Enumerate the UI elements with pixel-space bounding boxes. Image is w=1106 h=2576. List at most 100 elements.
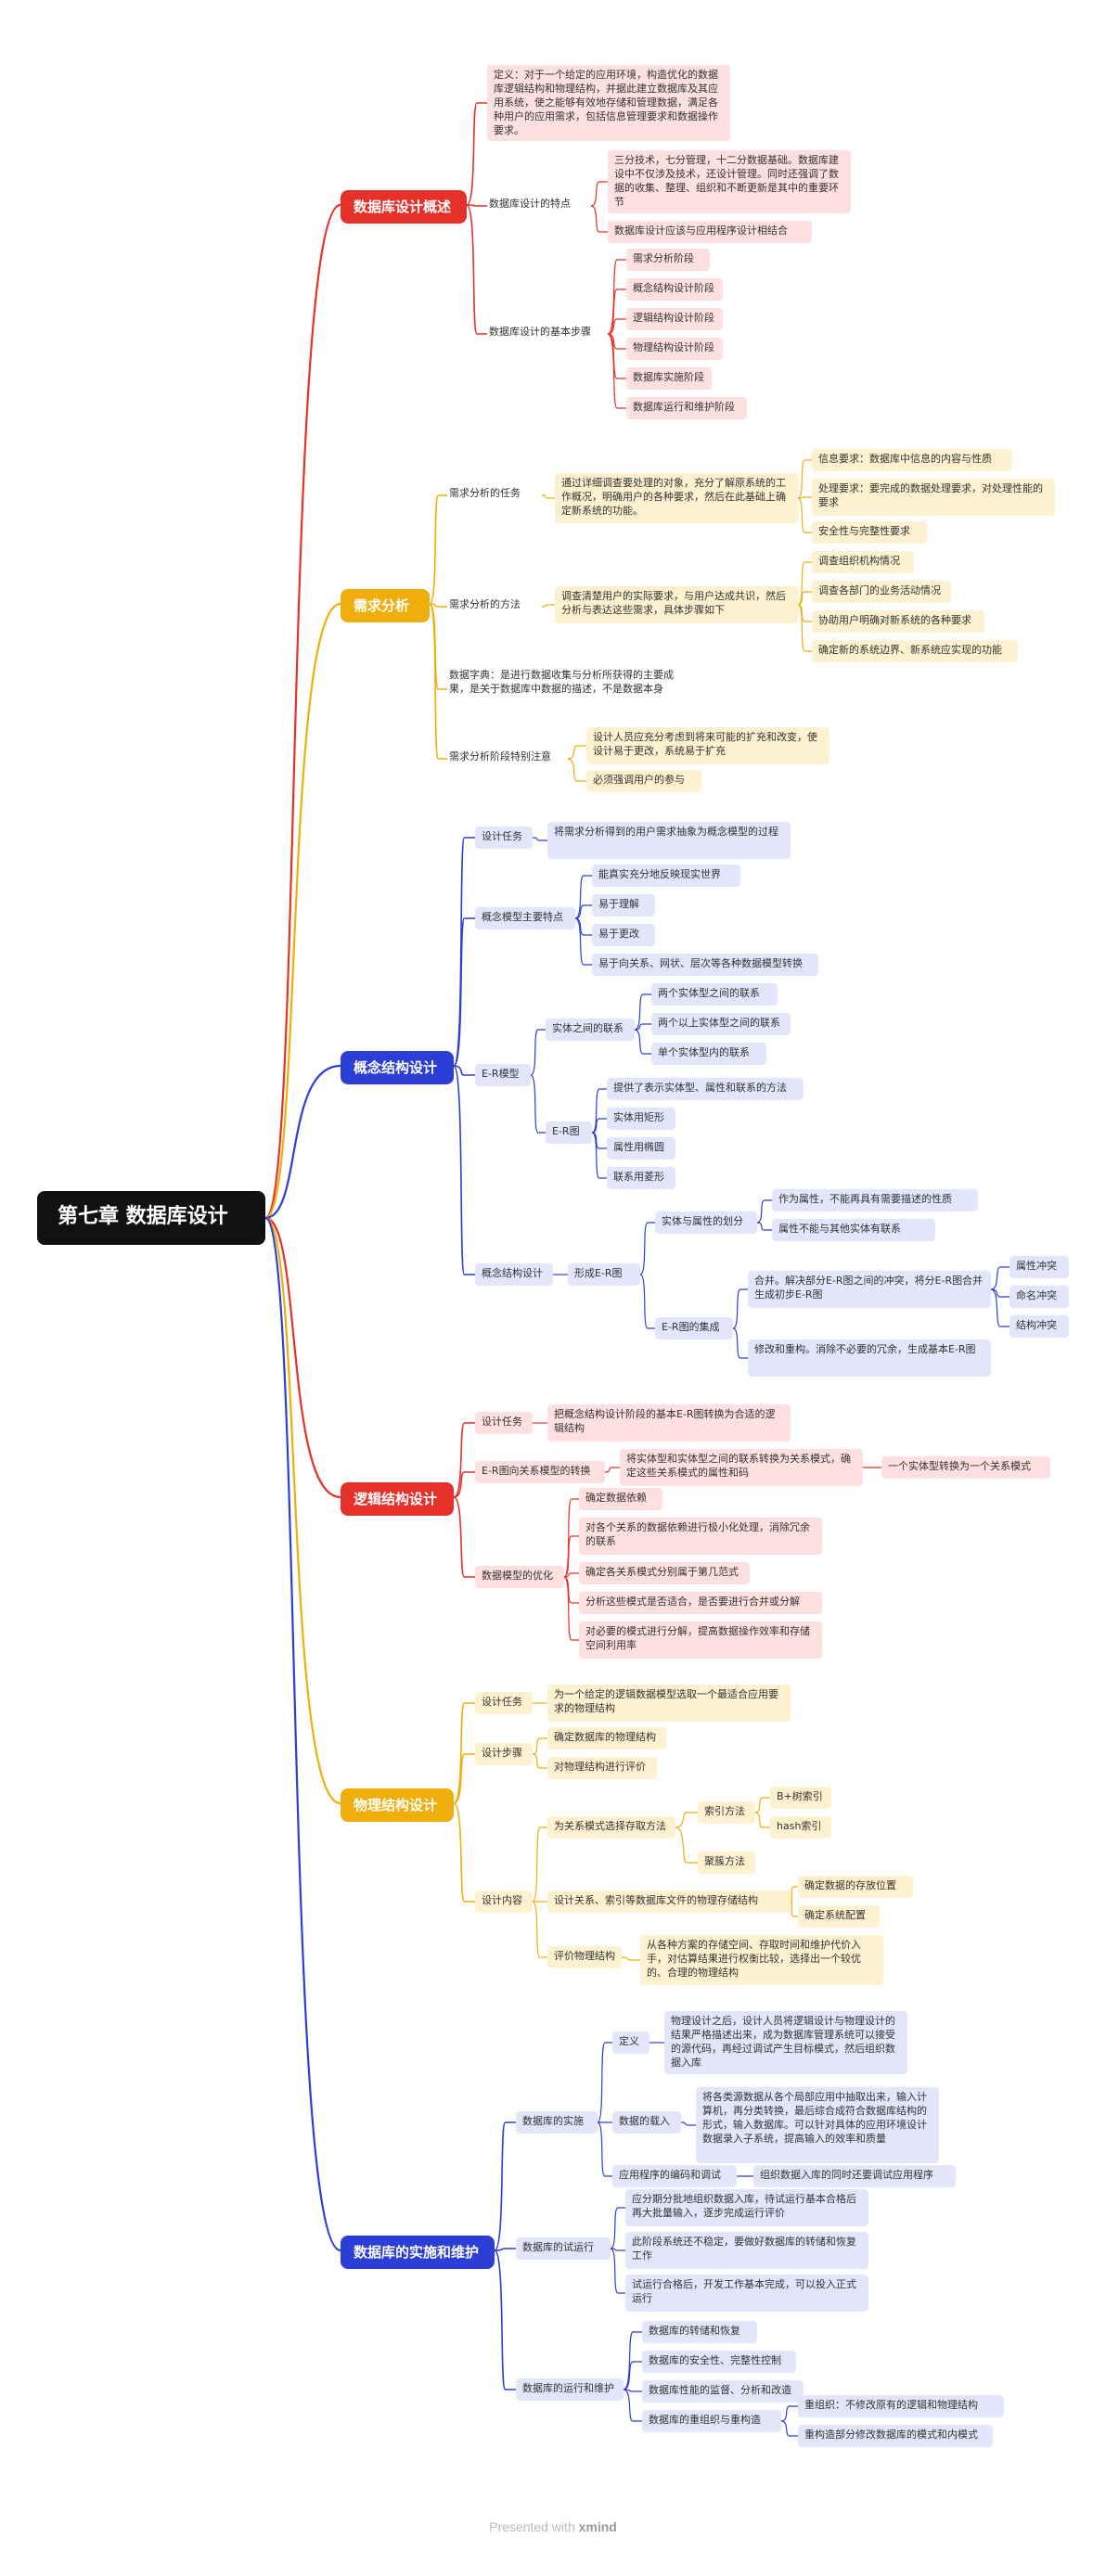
- topic-b3c2a[interactable]: 提供了表示实体型、属性和联系的方法: [607, 1078, 804, 1100]
- topic-b3d1a1[interactable]: 作为属性，不能再具有需要描述的性质: [772, 1189, 978, 1211]
- topic-b3d1b[interactable]: E-R图的集成: [655, 1317, 733, 1339]
- topic-b4b[interactable]: E-R图向关系模型的转换: [475, 1461, 605, 1483]
- topic-b5b1[interactable]: 确定数据库的物理结构: [547, 1727, 666, 1749]
- topic-b3d1b1c[interactable]: 结构冲突: [1010, 1315, 1069, 1338]
- topic-b5c2[interactable]: 设计关系、索引等数据库文件的物理存储结构: [547, 1890, 791, 1913]
- topic-b3d[interactable]: 概念结构设计: [475, 1263, 553, 1286]
- topic-b3c1c[interactable]: 单个实体型内的联系: [651, 1043, 766, 1065]
- topic-b2a1b[interactable]: 处理要求：要完成的数据处理要求，对处理性能的要求: [812, 479, 1055, 516]
- central-topic[interactable]: 第七章 数据库设计: [37, 1191, 265, 1245]
- topic-b3c2d[interactable]: 联系用菱形: [607, 1167, 675, 1189]
- topic-b4b1a[interactable]: 一个实体型转换为一个关系模式: [881, 1456, 1050, 1479]
- topic-b2a1[interactable]: 通过详细调查要处理的对象，充分了解原系统的工作概况，明确用户的各种要求，然后在此…: [555, 473, 798, 523]
- topic-b2b1d[interactable]: 确定新的系统边界、新系统应实现的功能: [812, 640, 1018, 662]
- topic-b2a1a[interactable]: 信息要求：数据库中信息的内容与性质: [812, 449, 1012, 471]
- topic-b6c2[interactable]: 数据库的安全性、完整性控制: [642, 2351, 796, 2373]
- branch-b1[interactable]: 数据库设计概述: [341, 190, 467, 224]
- topic-b2b1a[interactable]: 调查组织机构情况: [812, 551, 914, 573]
- topic-b2d[interactable]: 需求分析阶段特别注意: [449, 750, 551, 763]
- topic-b4c2[interactable]: 对各个关系的数据依赖进行极小化处理，消除冗余的联系: [579, 1518, 822, 1555]
- branch-b5[interactable]: 物理结构设计: [341, 1788, 454, 1822]
- topic-b1c5[interactable]: 数据库实施阶段: [626, 367, 712, 390]
- topic-b5c1[interactable]: 为关系模式选择存取方法: [547, 1816, 675, 1839]
- topic-b6a1a[interactable]: 物理设计之后，设计人员将逻辑设计与物理设计的结果严格描述出来，成为数据库管理系统…: [664, 2011, 907, 2074]
- topic-b3c1b[interactable]: 两个以上实体型之间的联系: [651, 1013, 791, 1035]
- topic-b2c[interactable]: 数据字典：是进行数据收集与分析所获得的主要成果，是关于数据库中数据的描述，不是数…: [449, 669, 674, 695]
- topic-b6c4[interactable]: 数据库的重组织与重构造: [642, 2410, 781, 2432]
- topic-b3b2[interactable]: 易于理解: [592, 894, 655, 916]
- topic-b5c3[interactable]: 评价物理结构: [547, 1946, 622, 1968]
- topic-b3c1a[interactable]: 两个实体型之间的联系: [651, 983, 778, 1006]
- topic-b3d1b1[interactable]: 合并。解决部分E-R图之间的冲突，将分E-R图合并生成初步E-R图: [748, 1271, 991, 1308]
- topic-b5c3a[interactable]: 从各种方案的存储空间、存取时间和维护代价入手，对估算结果进行权衡比较，选择出一个…: [640, 1935, 883, 1985]
- topic-b6c4b[interactable]: 重构造部分修改数据库的模式和内模式: [798, 2425, 993, 2447]
- topic-b5a1[interactable]: 为一个给定的逻辑数据模型选取一个最适合应用要求的物理结构: [547, 1685, 791, 1722]
- topic-b6a2a[interactable]: 将各类源数据从各个局部应用中抽取出来，输入计算机，再分类转换，最后综合成符合数据…: [696, 2087, 939, 2163]
- branch-b6[interactable]: 数据库的实施和维护: [341, 2236, 495, 2269]
- topic-b3c[interactable]: E-R模型: [475, 1064, 531, 1086]
- topic-b6a3a[interactable]: 组织数据入库的同时还要调试应用程序: [753, 2165, 956, 2187]
- topic-b6a3[interactable]: 应用程序的编码和调试: [612, 2165, 737, 2187]
- topic-b3c2[interactable]: E-R图: [546, 1121, 592, 1144]
- topic-b3b4[interactable]: 易于向关系、网状、层次等各种数据模型转换: [592, 954, 818, 976]
- topic-b5c1b[interactable]: 聚簇方法: [698, 1852, 755, 1874]
- topic-b6b1[interactable]: 应分期分批地组织数据入库，待试运行基本合格后再大批量输入，逐步完成运行评价: [625, 2189, 868, 2226]
- topic-b5c[interactable]: 设计内容: [475, 1890, 533, 1913]
- topic-b3d1a2[interactable]: 属性不能与其他实体有联系: [772, 1219, 935, 1241]
- topic-b2a[interactable]: 需求分析的任务: [449, 487, 521, 499]
- topic-b3c1[interactable]: 实体之间的联系: [546, 1019, 635, 1041]
- topic-b4a[interactable]: 设计任务: [475, 1412, 533, 1434]
- topic-b5a[interactable]: 设计任务: [475, 1692, 533, 1714]
- topic-b5c2b[interactable]: 确定系统配置: [798, 1905, 880, 1928]
- topic-b3b[interactable]: 概念模型主要特点: [475, 907, 575, 929]
- topic-b3b3[interactable]: 易于更改: [592, 924, 655, 946]
- topic-b6c[interactable]: 数据库的运行和维护: [516, 2378, 624, 2401]
- topic-b3d1b1b[interactable]: 命名冲突: [1010, 1286, 1069, 1308]
- topic-b1c1[interactable]: 需求分析阶段: [626, 249, 710, 271]
- topic-b3a[interactable]: 设计任务: [475, 827, 533, 849]
- topic-b6a[interactable]: 数据库的实施: [516, 2111, 598, 2134]
- topic-b6c4a[interactable]: 重组织：不修改原有的逻辑和物理结构: [798, 2395, 1004, 2417]
- topic-b1b2[interactable]: 数据库设计应该与应用程序设计相结合: [608, 221, 812, 243]
- topic-b1c[interactable]: 数据库设计的基本步骤: [489, 326, 591, 338]
- topic-b6c1[interactable]: 数据库的转储和恢复: [642, 2321, 757, 2343]
- topic-b4c1[interactable]: 确定数据依赖: [579, 1488, 662, 1510]
- branch-b3[interactable]: 概念结构设计: [341, 1051, 454, 1084]
- topic-b2d2[interactable]: 必须强调用户的参与: [586, 770, 701, 792]
- topic-b4b1[interactable]: 将实体型和实体型之间的联系转换为关系模式，确定这些关系模式的属性和码: [620, 1449, 863, 1486]
- topic-b1b[interactable]: 数据库设计的特点: [489, 198, 571, 210]
- topic-b1b1[interactable]: 三分技术，七分管理，十二分数据基础。数据库建设中不仅涉及技术，还设计管理。同时还…: [608, 150, 851, 213]
- branch-b4[interactable]: 逻辑结构设计: [341, 1482, 454, 1516]
- topic-b1a[interactable]: 定义：对于一个给定的应用环境，构造优化的数据库逻辑结构和物理结构，并据此建立数据…: [487, 65, 730, 141]
- topic-b3c2b[interactable]: 实体用矩形: [607, 1108, 675, 1130]
- topic-b6a1[interactable]: 定义: [612, 2031, 649, 2054]
- topic-b6c3[interactable]: 数据库性能的监督、分析和改造: [642, 2380, 804, 2403]
- topic-b3d1b1a[interactable]: 属性冲突: [1010, 1256, 1069, 1278]
- topic-b2b1b[interactable]: 调查各部门的业务活动情况: [812, 581, 951, 603]
- topic-b5c2a[interactable]: 确定数据的存放位置: [798, 1876, 913, 1898]
- topic-b2b1[interactable]: 调查清楚用户的实际要求，与用户达成共识，然后分析与表达这些需求，具体步骤如下: [555, 586, 798, 623]
- topic-b5c1a[interactable]: 索引方法: [698, 1801, 755, 1824]
- topic-b1c6[interactable]: 数据库运行和维护阶段: [626, 397, 747, 419]
- topic-b4c[interactable]: 数据模型的优化: [475, 1566, 564, 1588]
- topic-b4c4[interactable]: 分析这些模式是否适合，是否要进行合并或分解: [579, 1592, 822, 1614]
- topic-b6b2[interactable]: 此阶段系统还不稳定，要做好数据库的转储和恢复工作: [625, 2232, 868, 2269]
- topic-b2b[interactable]: 需求分析的方法: [449, 598, 521, 610]
- topic-b3a1[interactable]: 将需求分析得到的用户需求抽象为概念模型的过程: [547, 822, 791, 859]
- topic-b3d1a[interactable]: 实体与属性的划分: [655, 1211, 757, 1234]
- topic-b3d1b2[interactable]: 修改和重构。消除不必要的冗余，生成基本E-R图: [748, 1339, 991, 1377]
- topic-b1c4[interactable]: 物理结构设计阶段: [626, 338, 723, 360]
- topic-b6a2[interactable]: 数据的载入: [612, 2111, 681, 2134]
- topic-b5c1a2[interactable]: hash索引: [770, 1816, 831, 1839]
- topic-b2a1c[interactable]: 安全性与完整性要求: [812, 521, 927, 544]
- topic-b1c3[interactable]: 逻辑结构设计阶段: [626, 308, 723, 330]
- topic-b6b3[interactable]: 试运行合格后，开发工作基本完成，可以投入正式运行: [625, 2275, 868, 2312]
- topic-b3b1[interactable]: 能真实充分地反映现实世界: [592, 865, 740, 887]
- topic-b3d1[interactable]: 形成E-R图: [568, 1263, 640, 1286]
- topic-b3c2c[interactable]: 属性用椭圆: [607, 1137, 675, 1160]
- topic-b5c1a1[interactable]: B+树索引: [770, 1787, 831, 1809]
- topic-b6b[interactable]: 数据库的试运行: [516, 2237, 611, 2260]
- branch-b2[interactable]: 需求分析: [341, 589, 430, 622]
- topic-b1c2[interactable]: 概念结构设计阶段: [626, 278, 723, 301]
- topic-b4a1[interactable]: 把概念结构设计阶段的基本E-R图转换为合适的逻辑结构: [547, 1404, 791, 1442]
